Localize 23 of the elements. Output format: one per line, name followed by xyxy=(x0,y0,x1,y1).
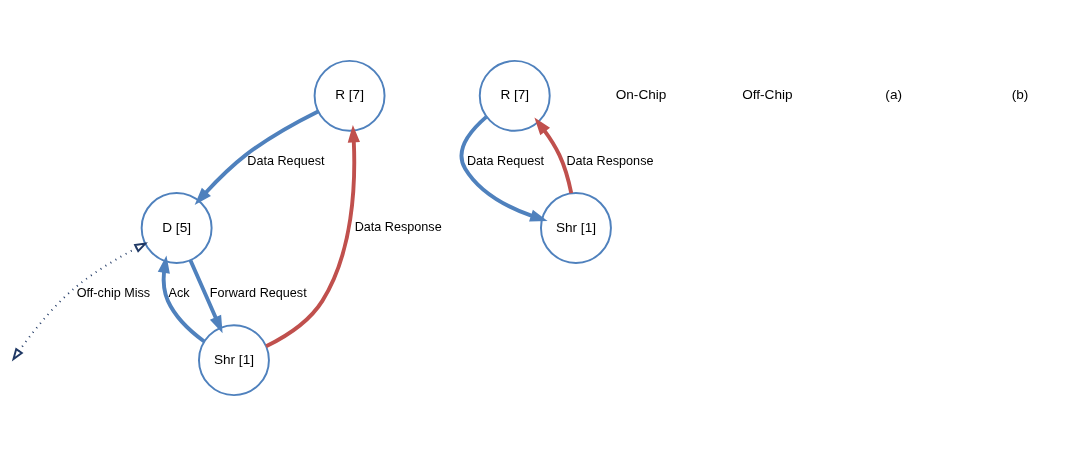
arrow xyxy=(459,114,548,221)
arrow xyxy=(157,254,206,343)
arrow xyxy=(188,259,223,333)
node-circle: R [7] xyxy=(313,59,386,132)
node-circle: D [5] xyxy=(140,191,213,264)
edge-label: Off-chip Miss xyxy=(76,285,151,300)
arrow xyxy=(11,241,148,361)
arrow xyxy=(265,124,360,348)
edge-label: Data Request xyxy=(247,153,325,168)
edge-label: Ack xyxy=(168,285,190,300)
node-circle: R [7] xyxy=(478,59,551,132)
label: Off-Chip xyxy=(742,86,793,102)
arrow xyxy=(194,109,319,205)
label: (a) xyxy=(885,86,902,102)
label: On-Chip xyxy=(615,86,667,102)
arrow xyxy=(534,117,574,193)
edge-label: Data Request xyxy=(466,153,545,168)
node-circle: Shr [1] xyxy=(198,323,270,396)
label: (b) xyxy=(1011,86,1029,102)
edge-label: Data Response xyxy=(566,153,654,168)
edge-label: Data Response xyxy=(354,219,442,234)
node-circle: Shr [1] xyxy=(540,191,612,264)
edge-label: Forward Request xyxy=(209,285,307,300)
